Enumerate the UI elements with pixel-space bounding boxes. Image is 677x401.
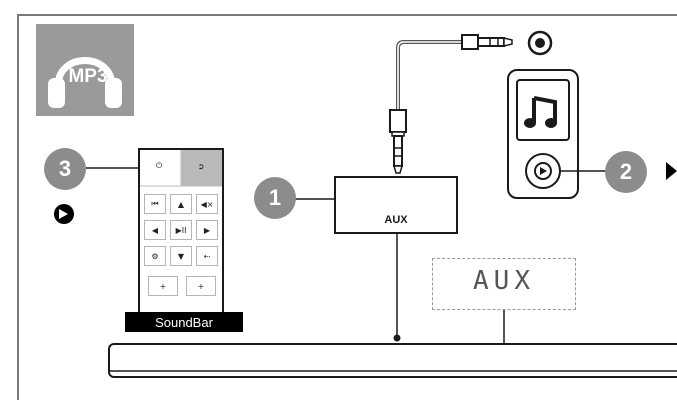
- next-arrow-icon: [666, 162, 677, 180]
- aux-label: AUX: [384, 214, 408, 226]
- remote-plus-button-left[interactable]: +: [148, 276, 178, 296]
- remote-previous-button[interactable]: ⏮: [144, 194, 166, 214]
- callout-1: 1: [254, 177, 296, 219]
- remote-control: ⏻ ➲ ⏮ ▲ ◀× ◀ ▶II ▶ ⚙ ▼ ⇠ + +: [138, 148, 224, 324]
- music-player-device: [507, 69, 579, 199]
- remote-mute-button[interactable]: ◀×: [196, 194, 218, 214]
- remote-power-button[interactable]: ⏻: [155, 161, 163, 170]
- remote-back-button[interactable]: ⇠: [196, 246, 218, 266]
- remote-settings-button[interactable]: ⚙: [144, 246, 166, 266]
- music-note-icon: [524, 96, 557, 128]
- aux-input-panel: [334, 176, 458, 234]
- soundbar-remote-label: SoundBar: [125, 312, 243, 332]
- remote-source-button[interactable]: ➲: [197, 161, 205, 171]
- remote-right-button[interactable]: ▶: [196, 220, 218, 240]
- display-text: AUX: [473, 266, 535, 296]
- soundbar-device: [108, 343, 677, 378]
- display-panel: [432, 258, 576, 310]
- remote-up-button[interactable]: ▲: [170, 194, 192, 214]
- player-socket-icon: [527, 30, 553, 56]
- callout-2: 2: [605, 151, 647, 193]
- aux-cable: [396, 40, 462, 110]
- frame-left-border: [17, 14, 19, 400]
- remote-left-button[interactable]: ◀: [144, 220, 166, 240]
- mp3-label: MP3: [68, 66, 108, 87]
- aux-plug-right: [461, 34, 513, 50]
- headphones-icon: [48, 57, 122, 108]
- remote-play-pause-button[interactable]: ▶II: [170, 220, 192, 240]
- remote-down-button[interactable]: ▼: [170, 246, 192, 266]
- remote-plus-button-right[interactable]: +: [186, 276, 216, 296]
- frame-top-border: [17, 14, 677, 16]
- callout-3: 3: [44, 148, 86, 190]
- source-arrow-icon: [54, 204, 74, 224]
- aux-plug-down: [389, 109, 407, 174]
